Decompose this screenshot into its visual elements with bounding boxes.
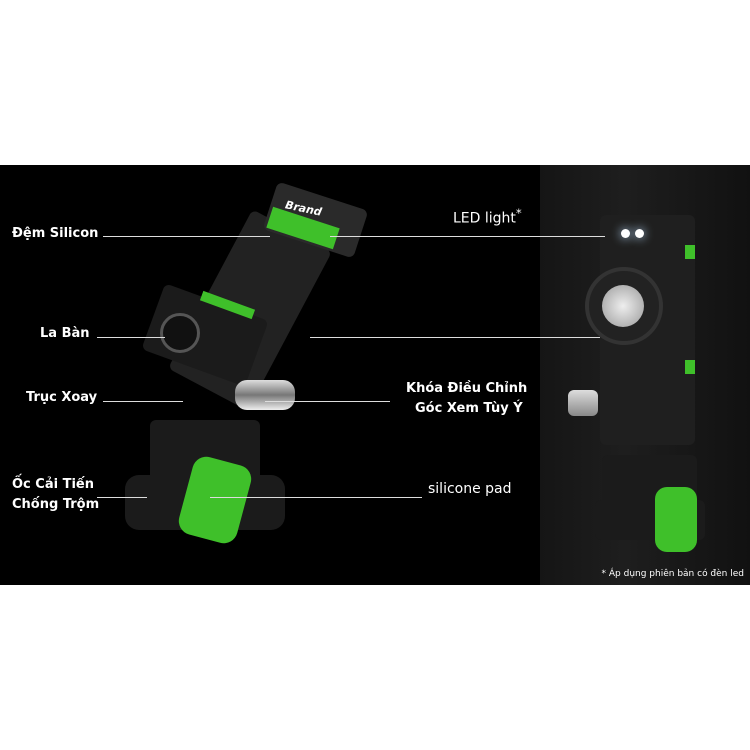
label-khoa-line2: Góc Xem Tùy Ý bbox=[415, 401, 523, 416]
led-lights bbox=[615, 227, 655, 241]
footnote: * Áp dụng phiên bản có đèn led bbox=[601, 569, 744, 579]
label-oc-line1: Ốc Cải Tiến bbox=[12, 477, 94, 492]
label-truc-xoay: Trục Xoay bbox=[26, 390, 98, 405]
label-silicone-pad: silicone pad bbox=[428, 481, 512, 497]
adjust-knob bbox=[235, 380, 295, 410]
product-infographic: Brand * Áp dụng phiên bản có đèn led Đệm… bbox=[0, 165, 750, 585]
label-led-light: LED light* bbox=[453, 205, 522, 228]
label-oc-line2: Chống Trộm bbox=[12, 497, 100, 512]
led-light-text: LED light bbox=[453, 210, 516, 227]
led-asterisk: * bbox=[515, 206, 522, 220]
label-khoa-line1: Khóa Điều Chỉnh bbox=[406, 381, 528, 396]
label-la-ban: La Bàn bbox=[40, 326, 90, 341]
label-dem-silicon: Đệm Silicon bbox=[12, 226, 99, 241]
compass bbox=[160, 313, 200, 353]
led-version-panel: * Áp dụng phiên bản có đèn led bbox=[540, 165, 750, 585]
